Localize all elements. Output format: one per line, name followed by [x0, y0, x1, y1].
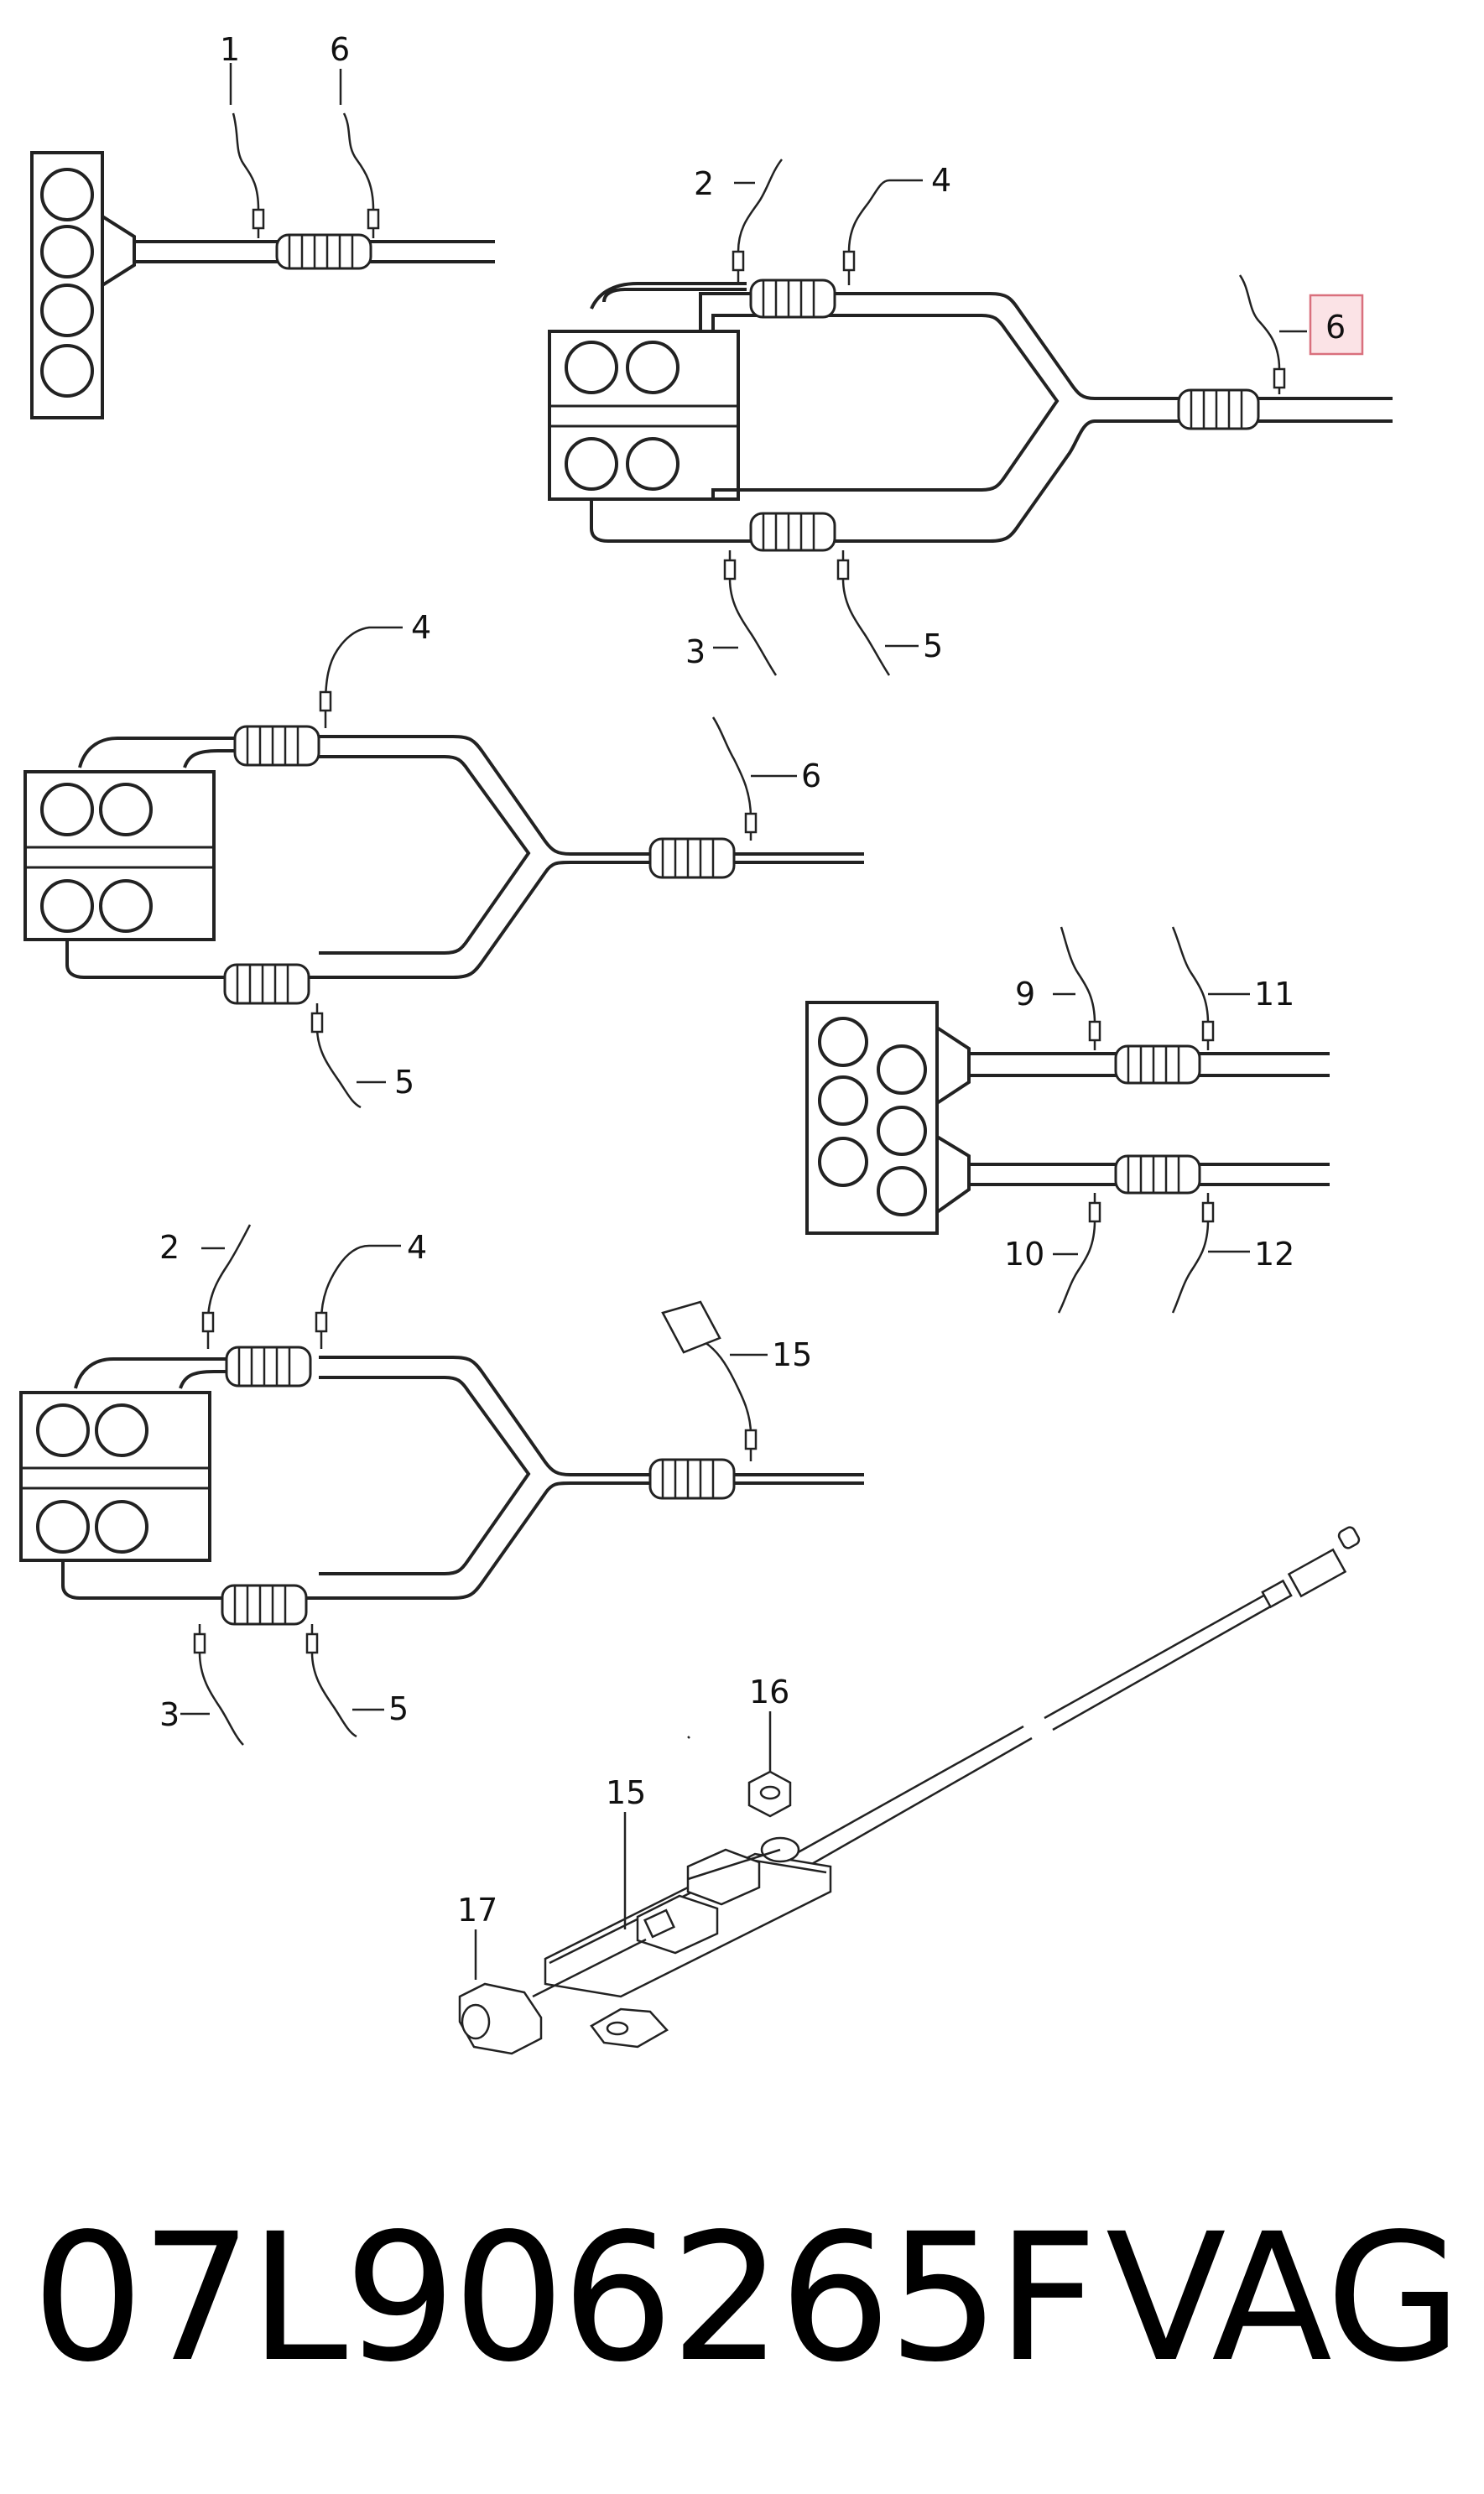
brand-name: VAG: [1106, 2195, 1462, 2401]
callout-4: 4: [407, 1229, 427, 1266]
callout-5: 5: [388, 1690, 409, 1727]
diagram-group-6cyl: 9 11 10 12: [805, 926, 1330, 1314]
callout-3: 3: [159, 1696, 180, 1733]
callout-11: 11: [1254, 976, 1294, 1013]
callout-4: 4: [411, 609, 431, 646]
diagram-group-v-engine-nox: 2 4 15 3 5: [19, 1224, 864, 1746]
diagram-group-inline-4cyl: 1 6: [30, 31, 495, 419]
callout-6-highlighted: 6: [1325, 309, 1346, 346]
callout-1: 1: [220, 31, 240, 68]
callout-6: 6: [330, 31, 350, 68]
callout-2: 2: [159, 1229, 180, 1266]
callout-15: 15: [772, 1336, 812, 1373]
footer: 07L906265F VAG: [0, 2198, 1484, 2416]
diagram-group-v-engine-b: 4 6 5: [23, 609, 864, 1109]
callout-16: 16: [749, 1674, 789, 1710]
callout-9: 9: [1015, 976, 1035, 1013]
callout-12: 12: [1254, 1236, 1294, 1273]
diagram-group-nox-sensor-exploded: 16 15 17: [457, 1526, 1361, 2055]
callout-5: 5: [923, 627, 943, 664]
callout-2: 2: [694, 165, 714, 202]
callout-10: 10: [1004, 1236, 1044, 1273]
callout-15: 15: [606, 1774, 646, 1811]
diagram-group-v-engine-a: 2 4 6 3 5: [548, 159, 1393, 676]
callout-17: 17: [457, 1892, 497, 1929]
callout-4: 4: [931, 162, 951, 199]
highlight-box: [1309, 294, 1364, 356]
callout-6: 6: [801, 758, 821, 794]
part-number: 07L906265F: [32, 2195, 1098, 2401]
callout-3: 3: [685, 633, 706, 670]
callout-5: 5: [394, 1064, 414, 1101]
